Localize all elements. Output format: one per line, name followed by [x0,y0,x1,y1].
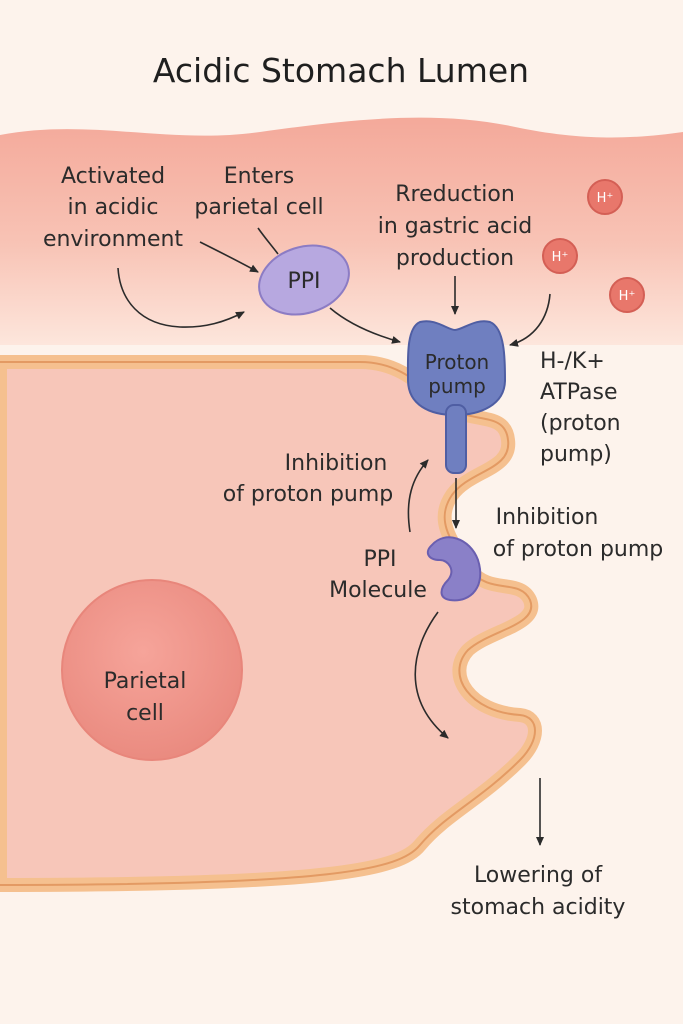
svg-text:Activated: Activated [61,164,165,189]
svg-text:PPI: PPI [363,547,396,572]
hydrogen-ion-1: H⁺ [587,179,623,215]
label-reduction: Rreduction in gastric acid production [378,182,532,271]
hydrogen-ion-3: H⁺ [609,277,645,313]
svg-text:Molecule: Molecule [329,578,427,603]
svg-text:parietal cell: parietal cell [194,195,323,220]
label-ppi-molecule: PPI Molecule [329,547,427,603]
svg-text:pump): pump) [540,442,612,467]
label-atpase: H-/K+ ATPase (proton pump) [540,349,621,467]
label-parietal-cell: Parietal cell [104,669,187,726]
svg-text:H⁺: H⁺ [552,250,569,265]
svg-text:H⁺: H⁺ [597,191,614,206]
arrow-molecule-down [414,611,449,739]
stomach-lumen [0,117,683,345]
svg-text:H⁺: H⁺ [619,289,636,304]
svg-text:stomach acidity: stomach acidity [451,895,626,920]
arrow-ions-to-pump [509,293,551,347]
label-activated: Activated in acidic environment [43,164,183,252]
arrow-inhibition-up [407,459,429,533]
arrow-environment-to-ppi [199,241,259,273]
svg-text:H-/K+: H-/K+ [540,349,605,374]
svg-text:in gastric acid: in gastric acid [378,214,532,239]
svg-text:ATPase: ATPase [540,380,618,405]
parietal-cell-membrane-edge [0,361,536,886]
svg-text:cell: cell [126,701,164,726]
svg-text:Enters: Enters [224,164,295,189]
svg-text:PPI: PPI [287,269,320,294]
label-enters: Enters parietal cell [194,164,323,220]
svg-text:environment: environment [43,227,183,252]
svg-text:Inhibition: Inhibition [496,505,599,530]
arrow-enters-to-ppi [257,227,279,255]
svg-text:production: production [396,246,514,271]
svg-text:of proton pump: of proton pump [493,537,664,562]
ppi-pill: PPI [258,244,350,316]
svg-text:Parietal: Parietal [104,669,187,694]
svg-text:of proton pump: of proton pump [223,482,394,507]
svg-text:Proton: Proton [425,350,489,374]
svg-text:in acidic: in acidic [68,195,159,220]
title: Acidic Stomach Lumen [153,51,529,90]
label-inhibition-right: Inhibition of proton pump [493,505,664,562]
proton-pump-channel [445,404,467,474]
ppi-molecule [426,536,482,602]
svg-text:pump: pump [428,374,486,398]
label-lowering: Lowering of stomach acidity [451,863,626,920]
proton-pump: Proton pump [406,320,507,474]
svg-text:(proton: (proton [540,411,621,436]
hydrogen-ion-2: H⁺ [542,238,578,274]
arrow-activated-to-ppi [117,267,245,328]
svg-text:Lowering of: Lowering of [474,863,603,888]
arrow-ppi-to-pump [329,307,401,344]
svg-text:Rreduction: Rreduction [395,182,515,207]
nucleus [61,579,243,761]
label-inhibition-left: Inhibition of proton pump [223,451,394,507]
svg-text:Inhibition: Inhibition [285,451,388,476]
